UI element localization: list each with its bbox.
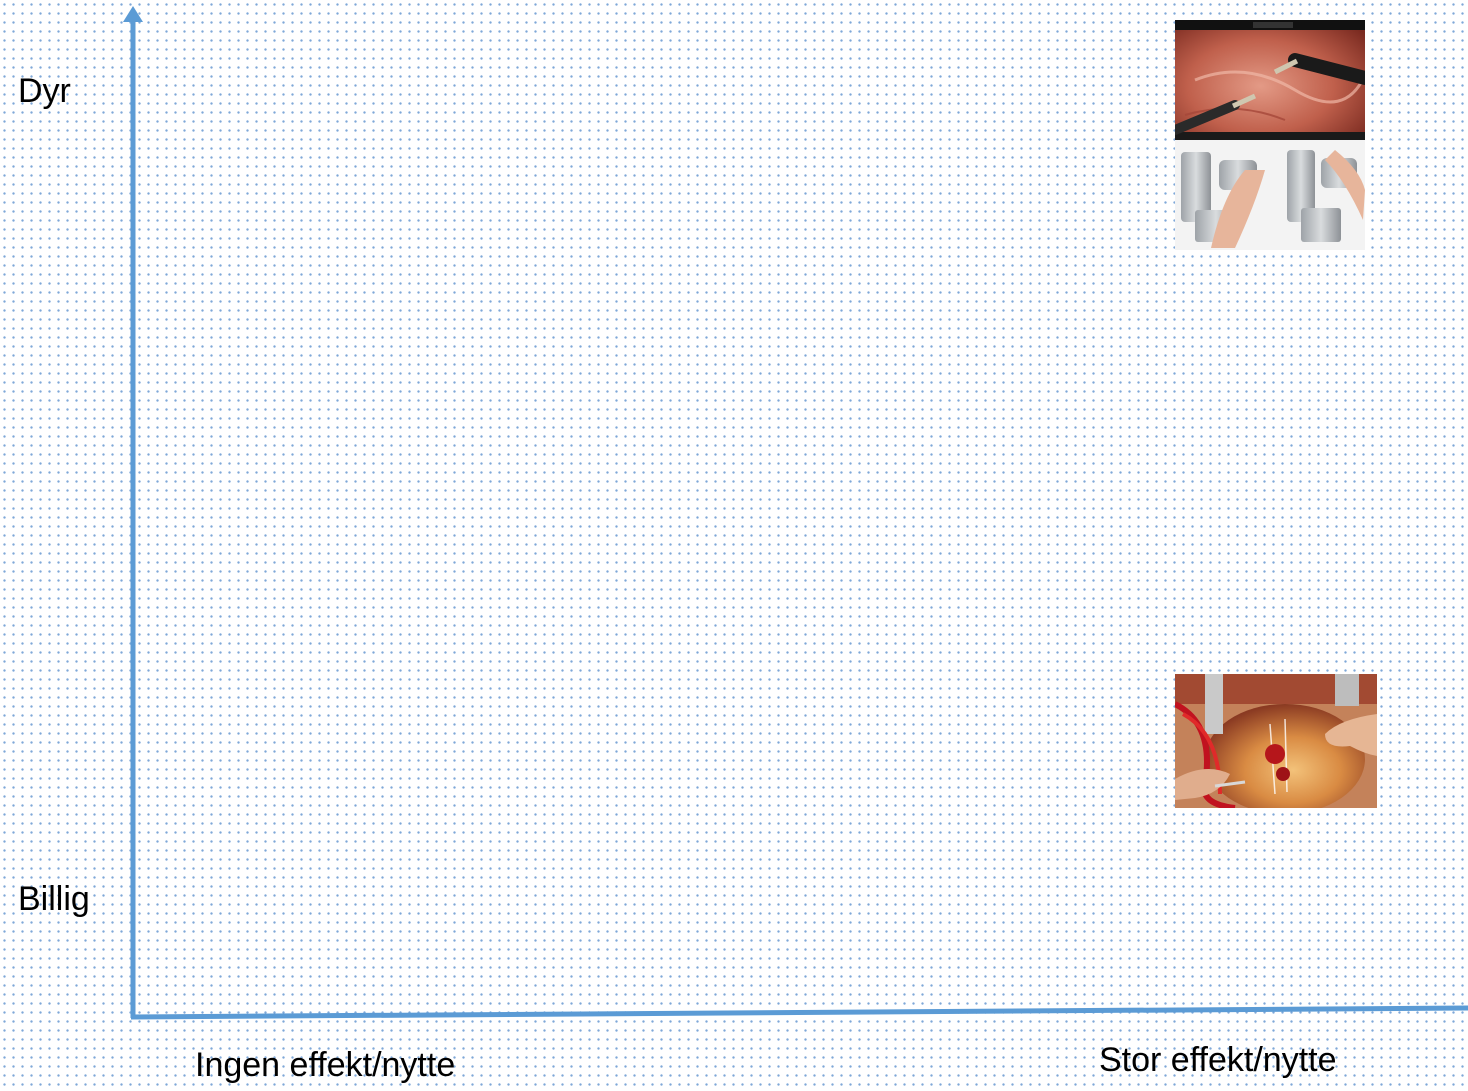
x-axis-left-label: Ingen effekt/nytte	[195, 1046, 456, 1084]
open-heart-surgery-photo	[1175, 674, 1377, 808]
x-axis	[130, 1005, 1468, 1020]
y-axis-arrowhead	[123, 6, 143, 22]
robotic-surgery-photo	[1175, 20, 1365, 250]
x-axis-right-label: Stor effekt/nytte	[1099, 1041, 1337, 1079]
y-axis-bottom-label: Billig	[18, 880, 90, 918]
y-axis-top-label: Dyr	[18, 72, 71, 110]
